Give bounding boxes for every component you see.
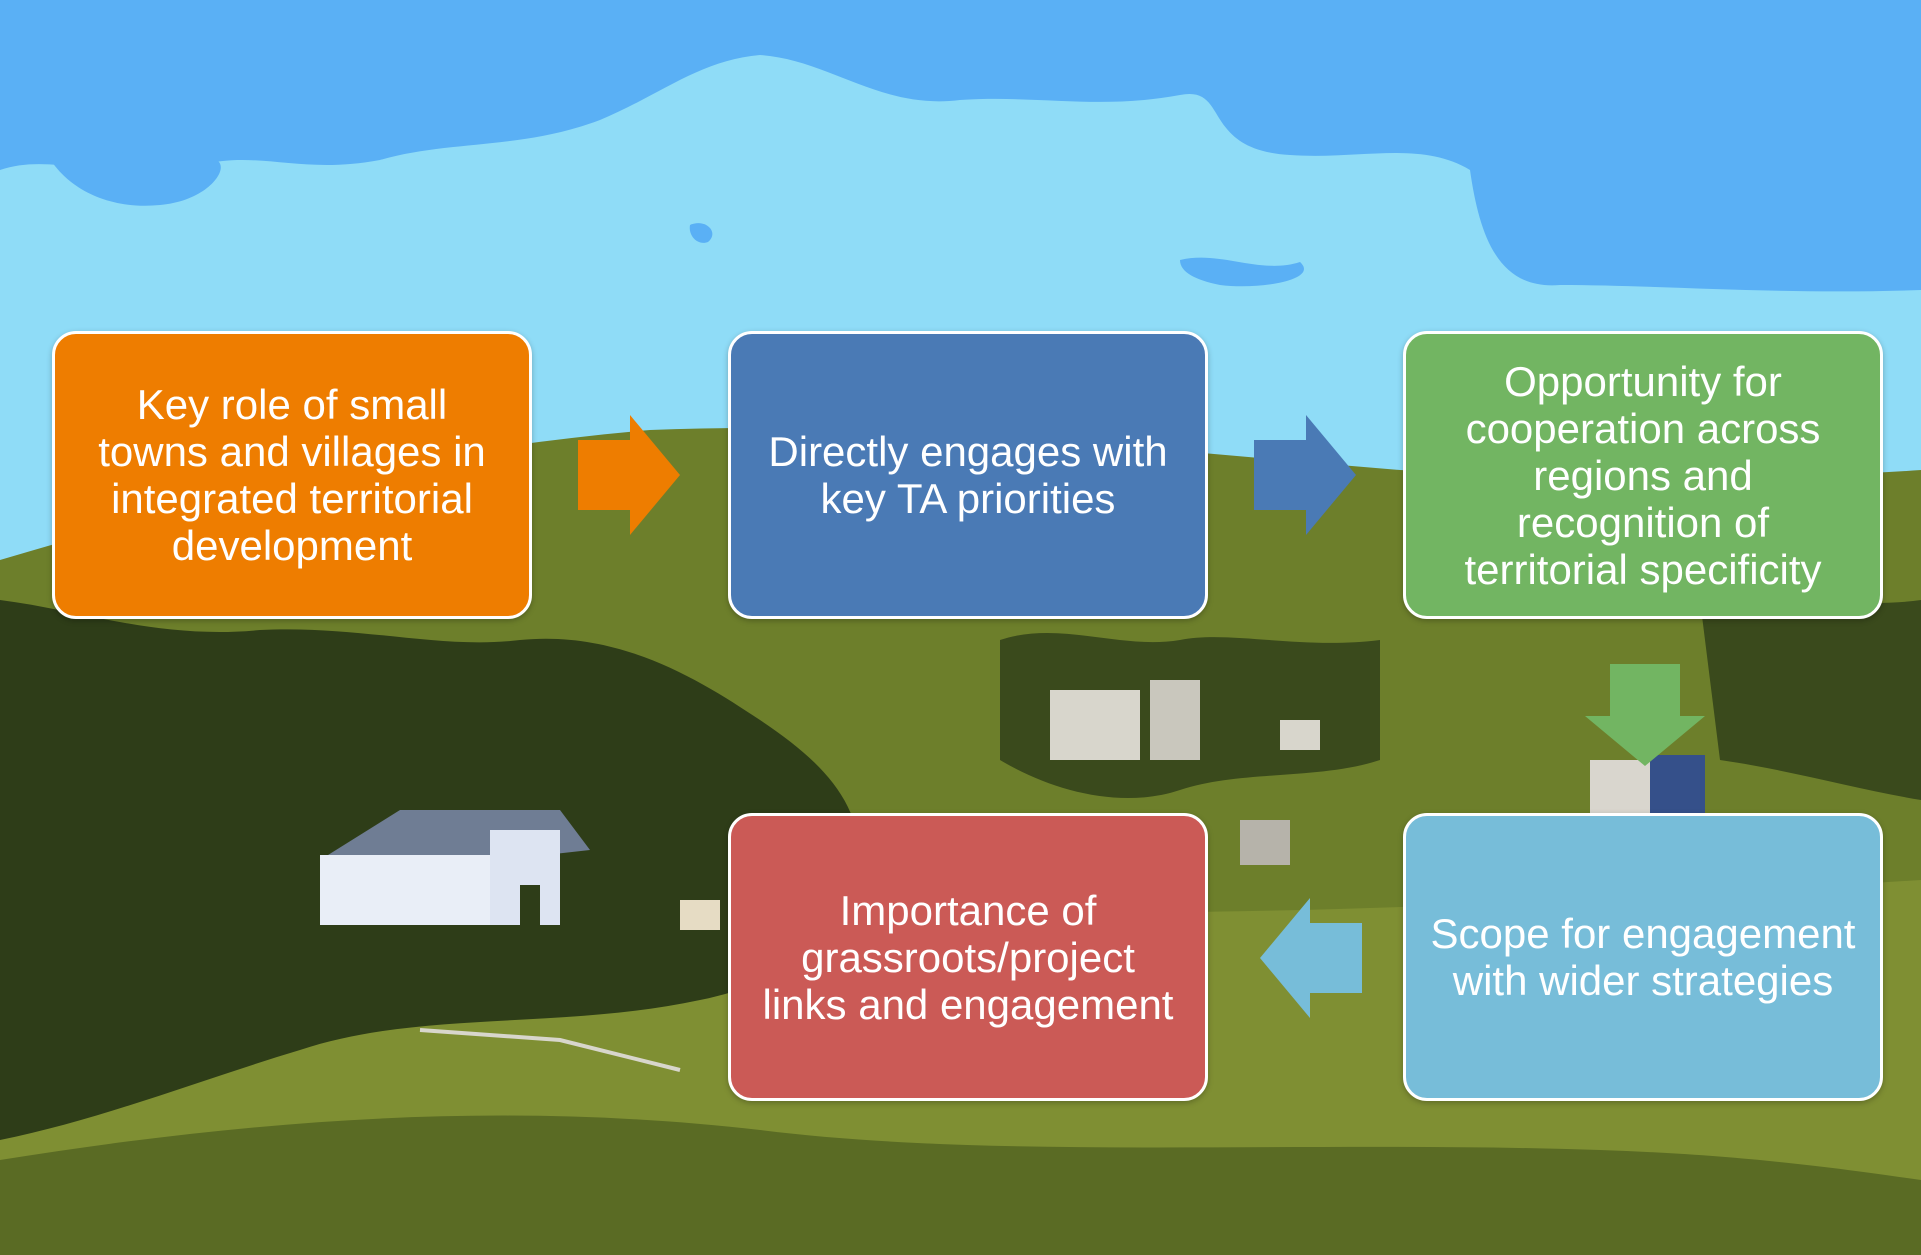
dark-foliage [1700,597,1921,800]
ruin-wall [1280,720,1320,750]
step-box-key-role: Key role of small towns and villages in … [52,331,532,619]
step-box-ta-priorities: Directly engages with key TA priorities [728,331,1208,619]
foreground-ridge [0,1115,1921,1255]
arrow-down-icon [1585,664,1705,766]
ruin-wall [1150,680,1200,760]
arrow-left-icon [1260,898,1362,1018]
ruin-wall [1050,690,1140,760]
step-box-cooperation: Opportunity for cooperation across regio… [1403,331,1883,619]
cloud-patch [1180,257,1304,287]
step-text: Scope for engagement with wider strategi… [1430,910,1856,1004]
step-text: Opportunity for cooperation across regio… [1464,357,1822,593]
step-box-grassroots: Importance of grassroots/project links a… [728,813,1208,1101]
cottage-door [520,885,540,925]
arrow-right-icon [578,415,680,535]
step-text: Directly engages with key TA priorities [768,428,1168,522]
cloud-patch [40,135,221,206]
cloud-patch [689,223,713,243]
step-box-wider-strategies: Scope for engagement with wider strategi… [1403,813,1883,1101]
building [1240,820,1290,865]
fence [419,1028,681,1072]
step-text: Importance of grassroots/project links a… [762,886,1174,1028]
step-text: Key role of small towns and villages in … [98,381,486,569]
building [1650,755,1705,820]
building [680,900,720,930]
arrow-right-icon [1254,415,1356,535]
